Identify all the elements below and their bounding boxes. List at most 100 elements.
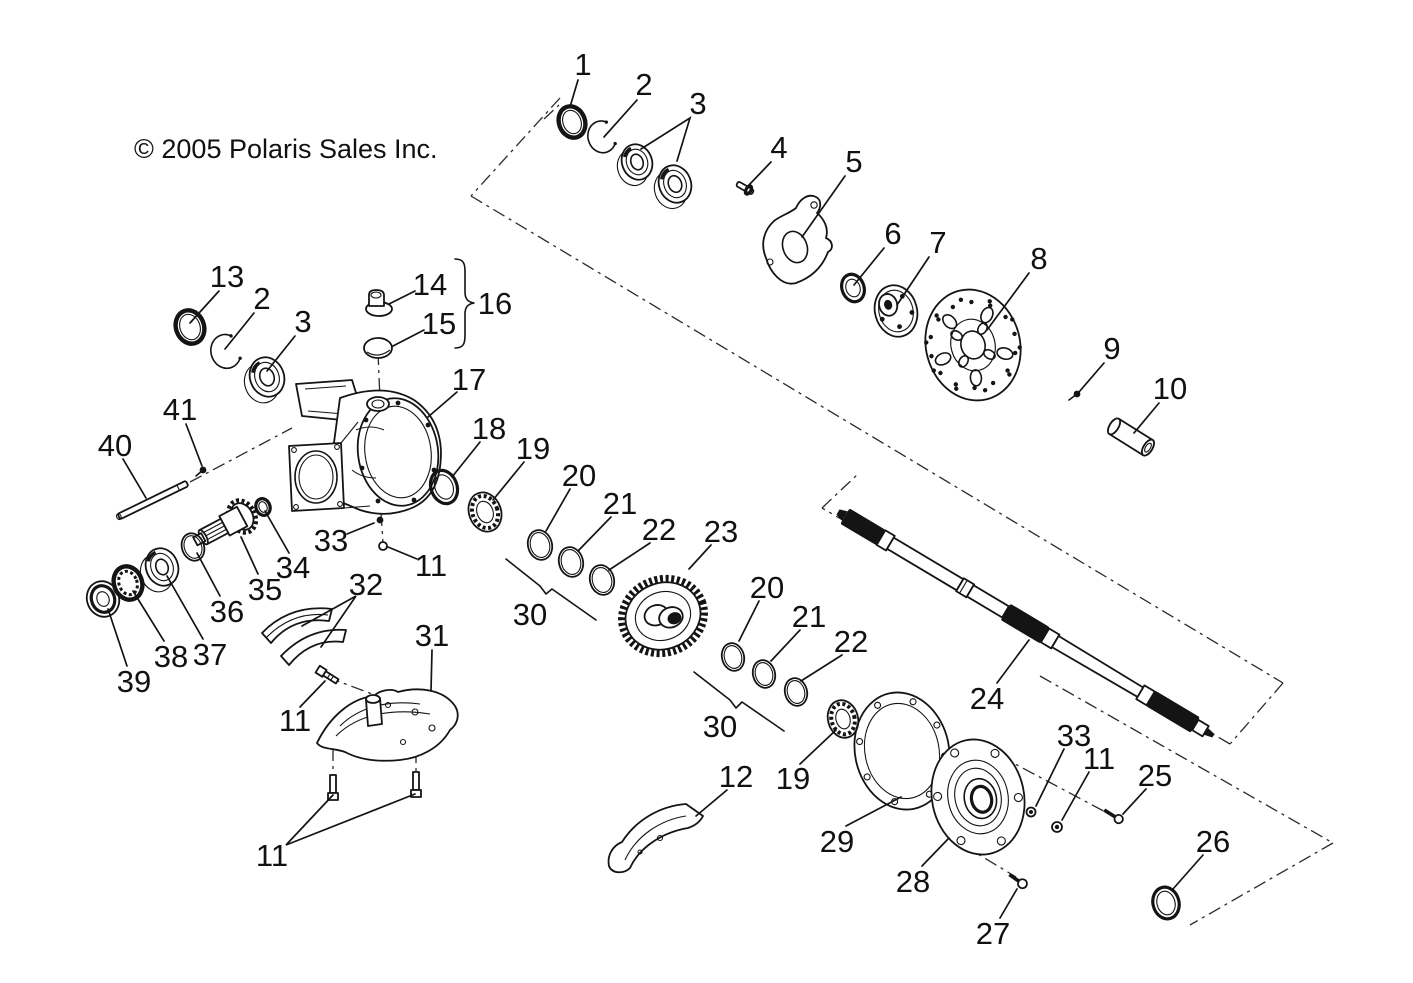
callout-11b: 11 (256, 838, 288, 873)
callout-19b: 19 (776, 761, 810, 796)
callout-21b: 21 (792, 599, 826, 634)
bearing-carrier-part-28 (930, 738, 1026, 856)
ring-part-20 (526, 529, 554, 561)
callout-13: 13 (210, 259, 244, 294)
seal-part-19b (826, 699, 860, 739)
guard-plate-part-31 (316, 688, 459, 762)
ring-gear-part-23 (618, 574, 708, 658)
leader-lines (107, 79, 1204, 919)
callout-17: 17 (452, 362, 486, 397)
bolt-part-11b2 (410, 771, 422, 798)
copyright-text: © 2005 Polaris Sales Inc. (134, 134, 438, 164)
pinion-gear-part-35 (192, 498, 259, 547)
callout-30a: 30 (513, 597, 547, 632)
callout-25: 25 (1138, 758, 1172, 793)
nut-part-33b (1025, 806, 1037, 818)
callout-4: 4 (770, 130, 787, 165)
guard-shoe-part-12 (607, 803, 704, 874)
carrier-ears (933, 748, 1023, 846)
brace-group-16 (454, 258, 475, 349)
callout-19: 19 (516, 431, 550, 466)
ring-part-22 (588, 564, 616, 596)
bearing-part-37 (139, 547, 180, 593)
callout-15: 15 (422, 306, 456, 341)
callout-6: 6 (884, 216, 901, 251)
callout-9: 9 (1103, 331, 1120, 366)
callout-labels: 1 2 3 4 5 6 7 8 9 10 13 2 3 14 15 16 17 … (98, 47, 1230, 951)
callout-28: 28 (896, 864, 930, 899)
brake-disc-part-8 (924, 288, 1022, 402)
seal-part-6 (840, 272, 866, 304)
group-brackets (454, 258, 785, 732)
seal-ring-part-1 (556, 104, 588, 140)
callout-12: 12 (719, 759, 753, 794)
callout-26: 26 (1196, 824, 1230, 859)
bolt-part-11a (314, 664, 340, 685)
pin-part-4 (735, 181, 755, 196)
callout-21: 21 (603, 486, 637, 521)
callout-16: 16 (478, 286, 512, 321)
construction-lines (189, 97, 1334, 926)
callout-23: 23 (704, 514, 738, 549)
washer-part-11c (1051, 821, 1063, 833)
axle-shaft-part-24 (836, 509, 1215, 738)
callout-36: 36 (210, 594, 244, 629)
callout-3: 3 (689, 86, 706, 121)
disc-slots (934, 306, 1014, 387)
callout-3b: 3 (294, 304, 311, 339)
callout-7: 7 (929, 225, 946, 260)
ring-part-21 (557, 546, 585, 578)
callout-2b: 2 (253, 281, 270, 316)
spacer-tube-part-10 (1107, 417, 1155, 457)
callout-32: 32 (349, 567, 383, 602)
callout-31: 31 (415, 618, 449, 653)
bracket-group-30a (505, 558, 597, 621)
disc-vent-holes (924, 297, 1022, 393)
callout-22b: 22 (834, 624, 868, 659)
bearing-part-19 (467, 491, 503, 533)
ring-part-34 (254, 497, 272, 517)
callout-41: 41 (163, 392, 197, 427)
plug-part-15 (363, 337, 393, 359)
callout-20: 20 (562, 458, 596, 493)
seal-part-18 (428, 468, 460, 506)
fill-cap-part-14 (365, 289, 393, 317)
housing-bolt-holes (359, 400, 437, 504)
callout-8: 8 (1030, 241, 1047, 276)
callout-10: 10 (1153, 371, 1187, 406)
callout-30b: 30 (703, 709, 737, 744)
callout-29: 29 (820, 824, 854, 859)
ring-part-20b (720, 642, 746, 672)
callout-5: 5 (845, 144, 862, 179)
callout-2: 2 (635, 67, 652, 102)
callout-20b: 20 (750, 570, 784, 605)
dipstick-rod-part-40 (115, 480, 189, 521)
snap-ring-part-2 (587, 120, 617, 154)
callout-33a: 33 (314, 523, 348, 558)
bolt-part-27 (1008, 873, 1028, 890)
callout-22: 22 (642, 512, 676, 547)
snap-ring-part-2-left (210, 333, 242, 370)
callout-38: 38 (154, 639, 188, 674)
callout-1: 1 (574, 47, 591, 82)
callout-39: 39 (117, 664, 151, 699)
callout-35: 35 (248, 572, 282, 607)
ring-part-36 (180, 532, 206, 562)
ring-part-21b (751, 659, 777, 689)
callout-11a: 11 (279, 703, 311, 738)
bearing-part-3-left (243, 356, 286, 404)
shims-part-32 (261, 607, 347, 666)
bolt-part-11b1 (327, 774, 339, 801)
callout-34: 34 (276, 550, 310, 585)
seal-part-39 (85, 580, 121, 618)
callout-11c: 11 (1083, 741, 1115, 776)
callout-11h: 11 (415, 548, 447, 583)
ring-part-22b (783, 677, 809, 707)
bolt-part-41 (195, 466, 207, 477)
wheel-hub-part-7 (873, 284, 919, 338)
bearing-part-3a (616, 143, 654, 187)
callout-33b: 33 (1057, 718, 1091, 753)
o-ring-part-26 (1151, 885, 1181, 921)
